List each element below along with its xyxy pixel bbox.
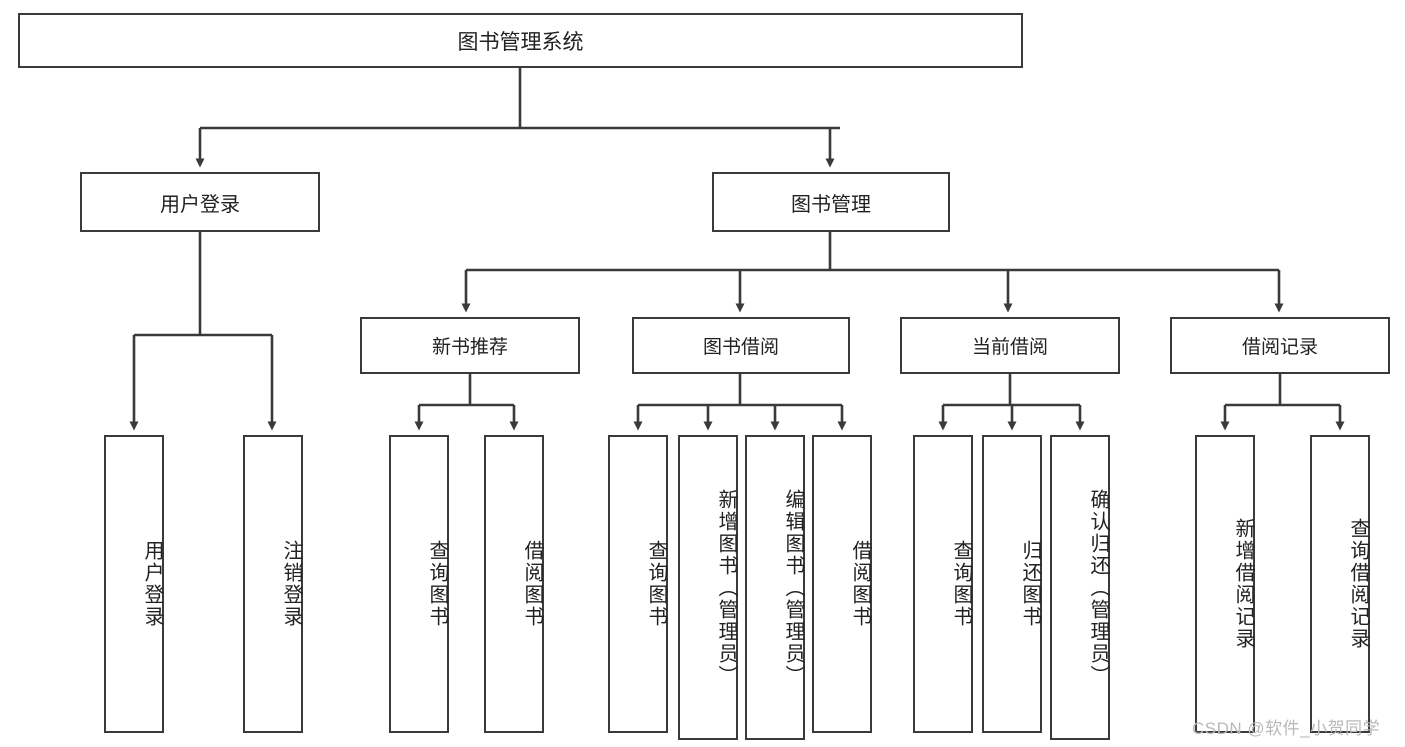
leaf-add-borrow-record-label: 新增借阅记录 [1232, 518, 1254, 650]
leaf-return-book[interactable]: 归还图书 [982, 435, 1042, 733]
leaf-query-borrow-record-label: 查询借阅记录 [1347, 518, 1369, 650]
node-book-manage-label: 图书管理 [791, 193, 871, 216]
leaf-user-login-label: 用户登录 [141, 540, 163, 628]
node-book-manage[interactable]: 图书管理 [712, 172, 950, 232]
leaf-query-book-1[interactable]: 查询图书 [389, 435, 449, 733]
leaf-query-book-2-label: 查询图书 [645, 540, 667, 628]
node-current-borrow[interactable]: 当前借阅 [900, 317, 1120, 374]
leaf-query-book-1-label: 查询图书 [426, 540, 448, 628]
node-borrow-record[interactable]: 借阅记录 [1170, 317, 1390, 374]
node-user-login-label: 用户登录 [160, 193, 240, 216]
leaf-edit-book-admin[interactable]: 编辑图书（管理员） [745, 435, 805, 740]
leaf-edit-book-admin-label: 编辑图书（管理员） [782, 488, 804, 687]
leaf-borrow-book-1[interactable]: 借阅图书 [484, 435, 544, 733]
leaf-add-borrow-record[interactable]: 新增借阅记录 [1195, 435, 1255, 733]
leaf-query-book-3[interactable]: 查询图书 [913, 435, 973, 733]
node-root[interactable]: 图书管理系统 [18, 13, 1023, 68]
node-current-borrow-label: 当前借阅 [971, 337, 1048, 358]
node-user-login[interactable]: 用户登录 [80, 172, 320, 232]
leaf-logout-login[interactable]: 注销登录 [243, 435, 303, 733]
leaf-logout-login-label: 注销登录 [280, 540, 302, 628]
leaf-borrow-book-2[interactable]: 借阅图书 [812, 435, 872, 733]
node-borrow-record-label: 借阅记录 [1241, 337, 1318, 358]
leaf-add-book-admin[interactable]: 新增图书（管理员） [678, 435, 738, 740]
csdn-watermark: CSDN @软件_小贺同学 [1192, 719, 1381, 738]
leaf-query-book-2[interactable]: 查询图书 [608, 435, 668, 733]
node-root-label: 图书管理系统 [457, 30, 584, 54]
node-book-borrow-label: 图书借阅 [702, 337, 779, 358]
leaf-query-borrow-record[interactable]: 查询借阅记录 [1310, 435, 1370, 733]
leaf-return-book-label: 归还图书 [1019, 540, 1041, 628]
leaf-user-login[interactable]: 用户登录 [104, 435, 164, 733]
leaf-confirm-return-admin[interactable]: 确认归还（管理员） [1050, 435, 1110, 740]
leaf-confirm-return-admin-label: 确认归还（管理员） [1087, 488, 1109, 687]
leaf-query-book-3-label: 查询图书 [950, 540, 972, 628]
leaf-borrow-book-2-label: 借阅图书 [849, 540, 871, 628]
leaf-add-book-admin-label: 新增图书（管理员） [715, 488, 737, 687]
node-new-book-recommend-label: 新书推荐 [431, 337, 508, 358]
leaf-borrow-book-1-label: 借阅图书 [521, 540, 543, 628]
node-new-book-recommend[interactable]: 新书推荐 [360, 317, 580, 374]
node-book-borrow[interactable]: 图书借阅 [632, 317, 850, 374]
